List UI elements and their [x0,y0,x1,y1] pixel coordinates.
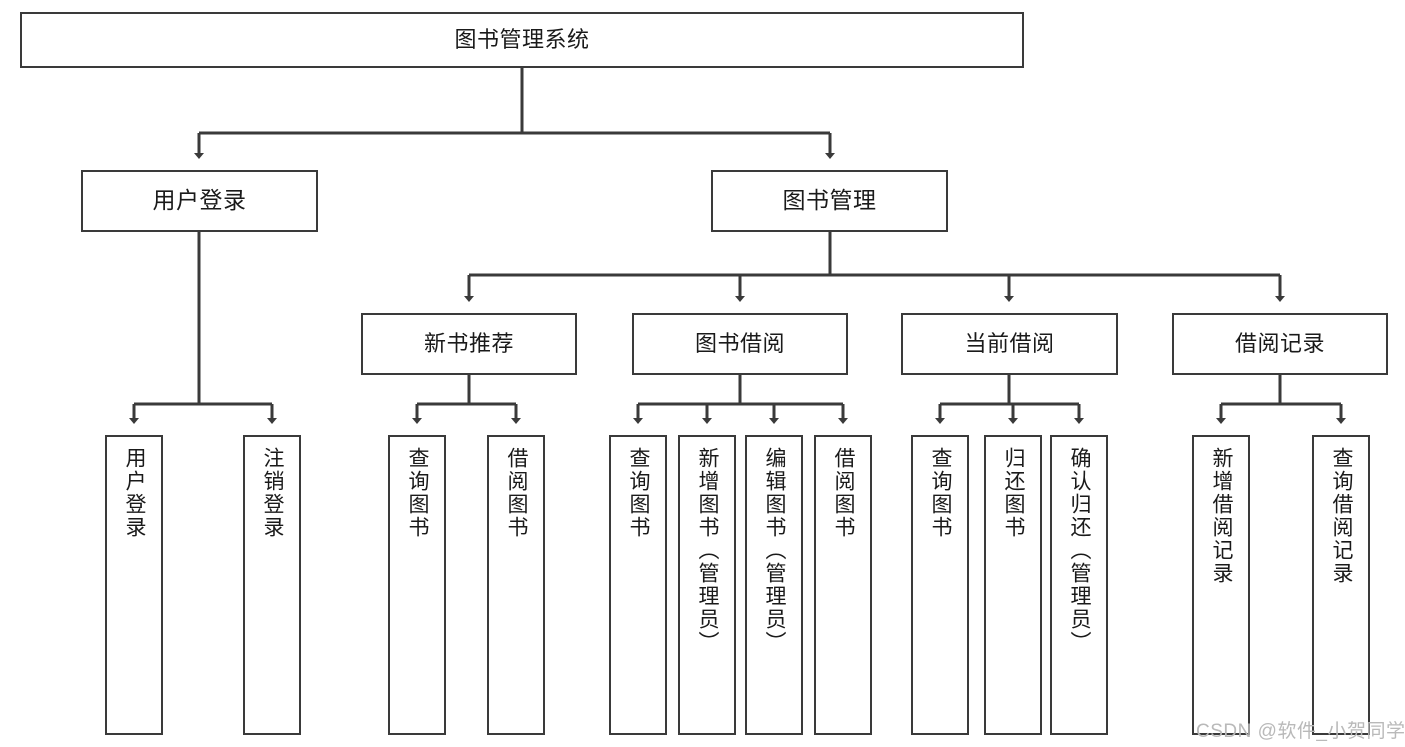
node-label: 查询图书 [627,447,651,539]
node-label: 用户登录 [123,447,147,539]
node-new-book-recommend[interactable]: 新书推荐 [361,313,577,375]
node-leaf-confirm-return-admin[interactable]: 确认归还（管理员） [1050,435,1108,735]
node-root-system[interactable]: 图书管理系统 [20,12,1024,68]
node-label: 查询图书 [406,447,430,539]
node-label: 查询图书 [929,447,953,539]
node-label: 新增图书（管理员） [696,447,720,654]
node-label: 图书管理 [782,187,877,214]
node-label: 当前借阅 [964,331,1055,357]
node-label: 归还图书 [1002,447,1026,539]
node-book-borrow[interactable]: 图书借阅 [632,313,848,375]
node-label: 借阅图书 [505,447,529,539]
node-leaf-return-book[interactable]: 归还图书 [984,435,1042,735]
node-label: 借阅图书 [832,447,856,539]
node-leaf-borrow-book[interactable]: 借阅图书 [814,435,872,735]
node-leaf-query-book-borrow[interactable]: 查询图书 [609,435,667,735]
node-leaf-query-book-recommend[interactable]: 查询图书 [388,435,446,735]
node-label: 新书推荐 [423,331,514,357]
node-leaf-add-borrow-record[interactable]: 新增借阅记录 [1192,435,1250,735]
node-current-borrow[interactable]: 当前借阅 [901,313,1118,375]
node-user-login[interactable]: 用户登录 [81,170,318,232]
node-leaf-query-book-current[interactable]: 查询图书 [911,435,969,735]
node-label: 借阅记录 [1234,331,1325,357]
node-leaf-borrow-book-recommend[interactable]: 借阅图书 [487,435,545,735]
node-label: 查询借阅记录 [1330,447,1354,585]
node-label: 注销登录 [261,447,285,539]
node-borrow-record[interactable]: 借阅记录 [1172,313,1388,375]
node-label: 新增借阅记录 [1210,447,1234,585]
node-leaf-query-borrow-record[interactable]: 查询借阅记录 [1312,435,1370,735]
node-leaf-logout-login[interactable]: 注销登录 [243,435,301,735]
node-label: 图书借阅 [694,331,785,357]
node-label: 图书管理系统 [454,27,590,53]
node-leaf-user-login[interactable]: 用户登录 [105,435,163,735]
node-book-manage[interactable]: 图书管理 [711,170,948,232]
node-label: 确认归还（管理员） [1068,447,1092,654]
node-leaf-add-book-admin[interactable]: 新增图书（管理员） [678,435,736,735]
node-label: 用户登录 [152,187,247,214]
node-leaf-edit-book-admin[interactable]: 编辑图书（管理员） [745,435,803,735]
node-label: 编辑图书（管理员） [763,447,787,654]
